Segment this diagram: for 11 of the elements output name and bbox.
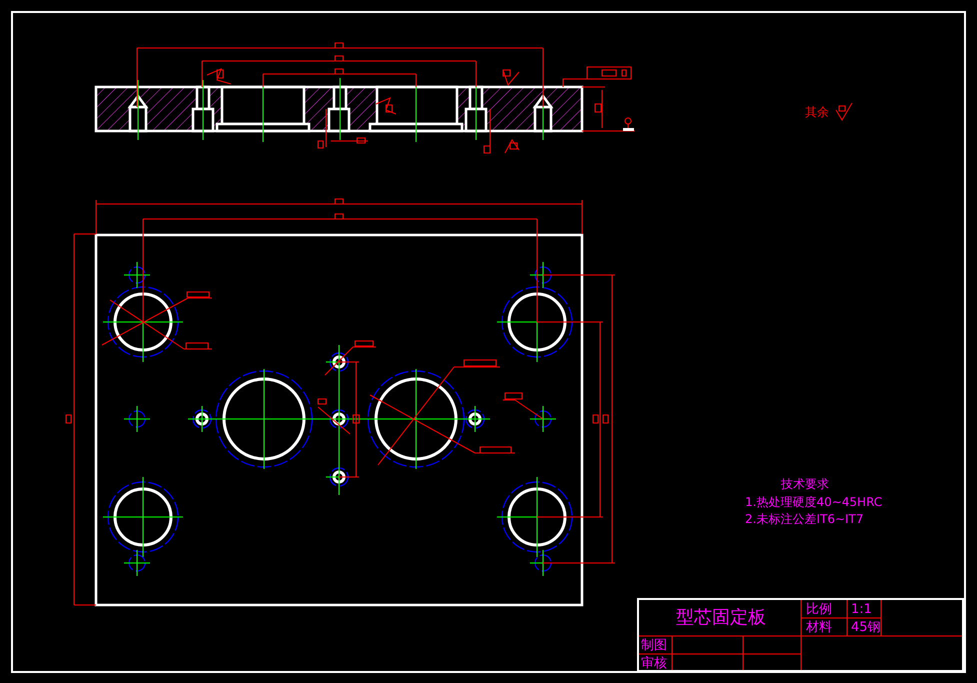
scale-label: 比例 xyxy=(806,603,832,616)
reviewer-label: 审核 xyxy=(641,657,667,670)
scale-value: 1:1 xyxy=(851,603,872,616)
requirement-note: 2.未标注公差IT6~IT7 xyxy=(745,513,864,525)
drafter-label: 制图 xyxy=(641,639,667,652)
requirement-note: 1.热处理硬度40~45HRC xyxy=(745,496,882,508)
drawing-title: 型芯固定板 xyxy=(676,609,766,627)
surface-finish-note: 其余 xyxy=(805,106,829,118)
material-value: 45钢 xyxy=(851,621,881,634)
requirements-heading: 技术要求 xyxy=(781,478,829,490)
material-label: 材料 xyxy=(806,621,832,634)
